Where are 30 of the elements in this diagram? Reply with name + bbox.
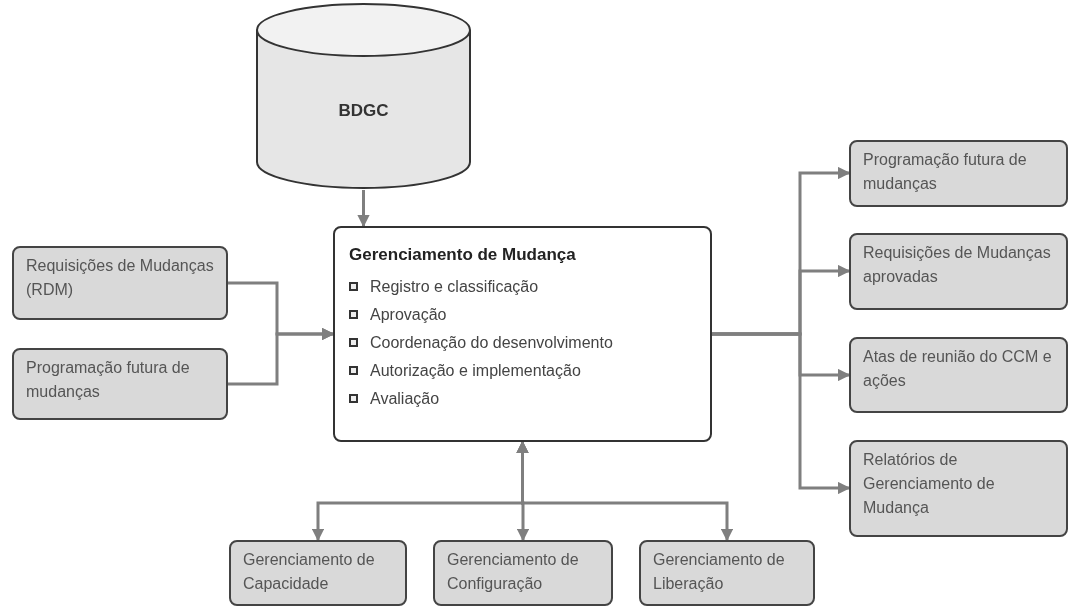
output-box xyxy=(229,540,407,606)
list-item: Autorização e implementação xyxy=(370,360,581,381)
box-label: Programação futura de mudanças xyxy=(26,358,191,402)
output-box xyxy=(12,246,228,320)
box-label: Requisições de Mudanças aprovadas xyxy=(863,243,1052,287)
list-item: Coordenação do desenvolvimento xyxy=(370,332,613,353)
output-box xyxy=(849,233,1068,310)
database-label: BDGC xyxy=(338,100,389,122)
arrow xyxy=(228,327,335,386)
box-label: Gerenciamento de Liberação xyxy=(653,550,786,594)
box-label: Requisições de Mudanças (RDM) xyxy=(26,256,214,300)
arrow xyxy=(357,190,370,228)
output-box xyxy=(849,440,1068,537)
box-title: Gerenciamento de Mudança xyxy=(349,244,577,266)
output-box xyxy=(433,540,613,606)
list-item: Aprovação xyxy=(370,304,447,325)
database-cylinder xyxy=(255,2,472,190)
output-box xyxy=(849,337,1068,413)
box-label: Gerenciamento de Capacidade xyxy=(243,550,376,594)
list-item: Avaliação xyxy=(370,388,440,409)
arrow xyxy=(712,332,851,495)
box-label: Atas de reunião do CCM e ações xyxy=(863,347,1053,391)
box-label: Relatórios de Gerenciamento de Mudança xyxy=(863,450,996,518)
list-item: Registro e classificação xyxy=(370,276,539,297)
output-box xyxy=(849,140,1068,207)
process-box xyxy=(333,226,712,442)
output-box xyxy=(639,540,815,606)
box-label: Gerenciamento de Configuração xyxy=(447,550,580,594)
output-box xyxy=(12,348,228,420)
box-label: Programação futura de mudanças xyxy=(863,150,1028,194)
